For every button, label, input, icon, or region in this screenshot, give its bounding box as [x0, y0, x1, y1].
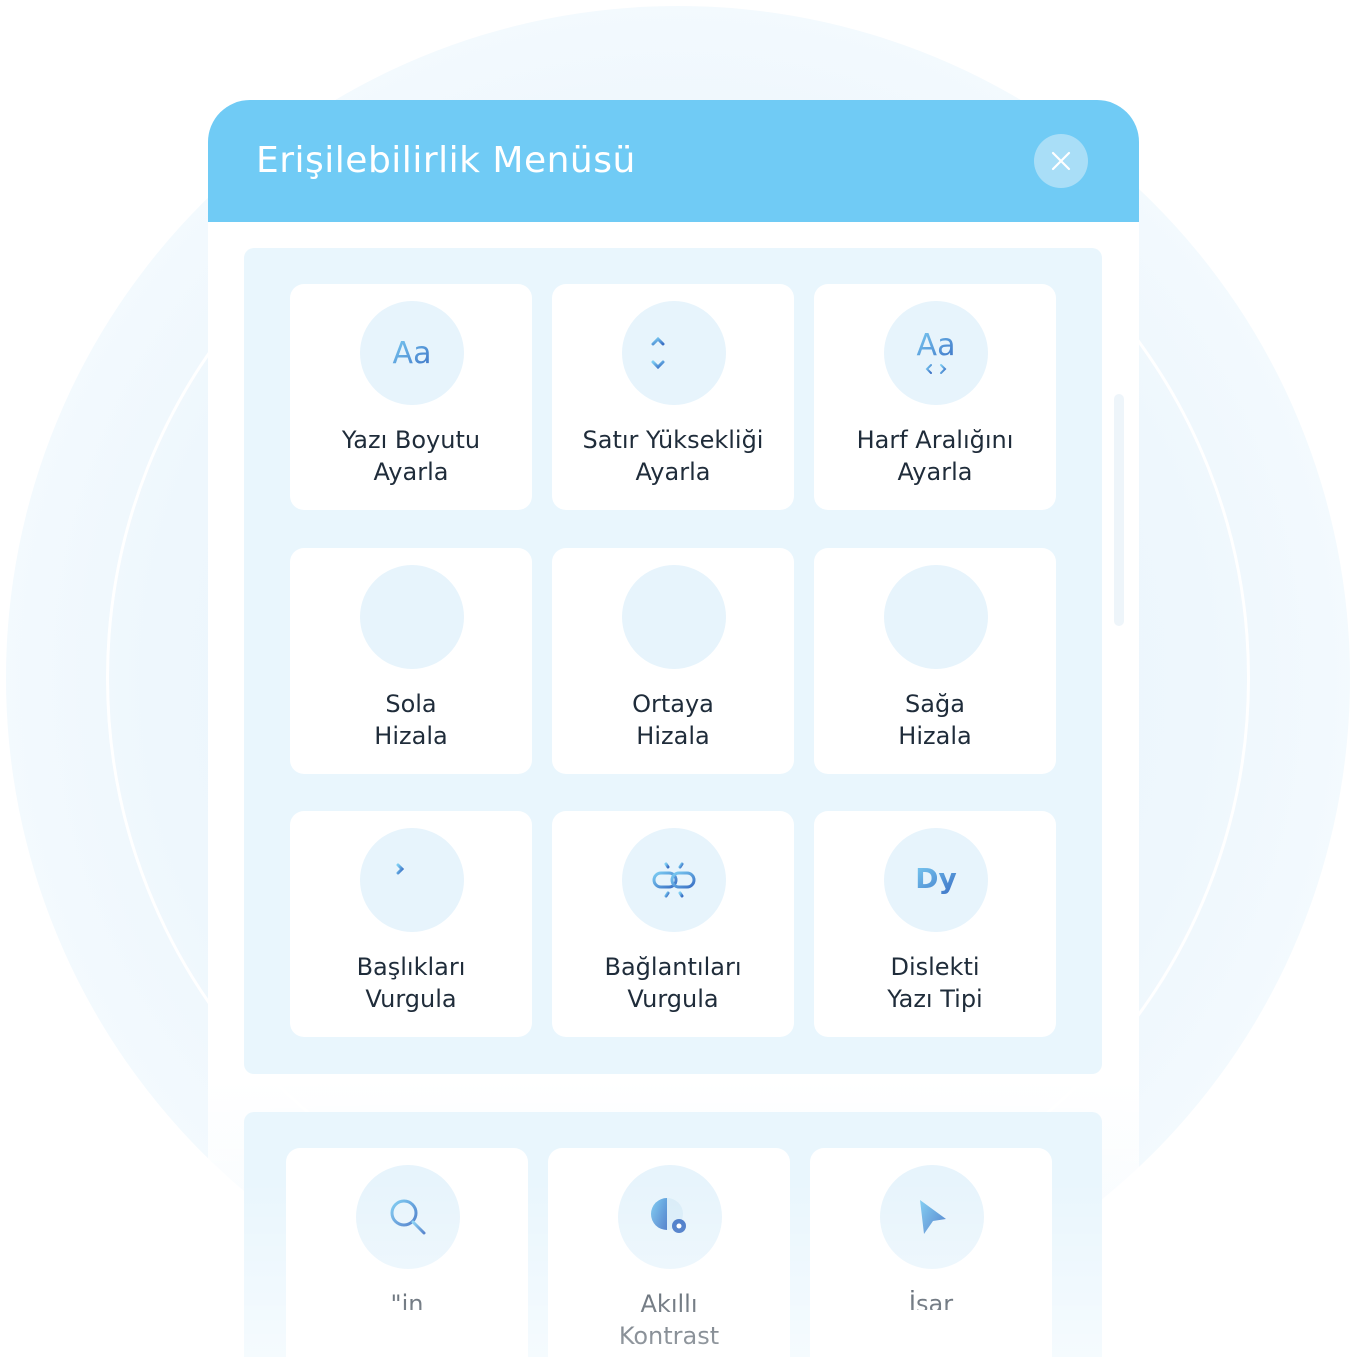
card-label-line2: Hizala [898, 722, 972, 750]
line-height-card[interactable]: Satır Yüksekliği Ayarla [552, 284, 794, 510]
align-center-icon [655, 602, 693, 633]
align-left-card[interactable]: Sola Hizala [290, 548, 532, 774]
card-label-line2: Ayarla [373, 458, 449, 486]
svg-text:Aa: Aa [393, 336, 432, 371]
card-label-line2: Hizala [636, 722, 710, 750]
letter-spacing-card[interactable]: Aa Harf Aralığını Ayarla [814, 284, 1056, 510]
font-size-card[interactable]: Aa Yazı Boyutu Ayarla [290, 284, 532, 510]
align-center-icon-circle [622, 565, 726, 669]
highlight-links-card[interactable]: Bağlantıları Vurgula [552, 811, 794, 1037]
smart-contrast-icon-circle [618, 1165, 722, 1269]
card-label-line2: Vurgula [365, 985, 457, 1013]
align-left-icon [393, 602, 431, 633]
line-height-icon [651, 336, 696, 370]
dyslexia-font-icon-circle: Dy [884, 828, 988, 932]
card-label-line1: Ortaya [632, 690, 714, 718]
dyslexia-font-card[interactable]: Dy Dislekti Yazı Tipi [814, 811, 1056, 1037]
card-label-line1: Dislekti [890, 953, 980, 981]
dyslexia-font-icon: Dy [915, 862, 957, 895]
highlight-links-icon [652, 860, 696, 900]
card-label-line2: Vurgula [627, 985, 719, 1013]
accessibility-menu-panel: Erişilebilirlik Menüsü Aa Yazı Boyutu Ay… [208, 100, 1139, 1357]
font-size-icon-circle: Aa [360, 301, 464, 405]
close-icon [1051, 151, 1071, 171]
cursor-icon [920, 1200, 946, 1234]
card-label-line2: Kontrast [618, 1322, 720, 1350]
letter-spacing-icon-circle: Aa [884, 301, 988, 405]
smart-contrast-card[interactable]: Akıllı Kontrast [548, 1148, 790, 1357]
align-right-card[interactable]: Sağa Hizala [814, 548, 1056, 774]
highlight-headings-icon [388, 863, 434, 893]
card-label-line1: Sağa [905, 690, 965, 718]
highlight-headings-card[interactable]: Başlıkları Vurgula [290, 811, 532, 1037]
smart-contrast-icon [651, 1198, 686, 1233]
highlight-headings-icon-circle [360, 828, 464, 932]
card-label-line1: Harf Aralığını [856, 426, 1014, 454]
menu-title: Erişilebilirlik Menüsü [256, 140, 636, 181]
zoom-icon-circle [356, 1165, 460, 1269]
align-left-icon-circle [360, 565, 464, 669]
visual-options-section: "in Akıllı Kontrast [244, 1112, 1102, 1357]
highlight-links-icon-circle [622, 828, 726, 932]
card-label-line1: Sola [385, 690, 437, 718]
align-right-icon-circle [884, 565, 988, 669]
card-label-line1: İsar [908, 1290, 954, 1310]
letter-spacing-icon: Aa [917, 328, 956, 374]
card-label-line1: Akıllı [640, 1290, 698, 1318]
card-label-line2: Yazı Tipi [887, 985, 983, 1013]
card-label-line1: "in [390, 1290, 424, 1310]
card-label-line1: Yazı Boyutu [341, 426, 481, 454]
font-size-icon: Aa [393, 336, 432, 371]
cursor-icon-circle [880, 1165, 984, 1269]
zoom-icon [390, 1199, 426, 1235]
card-label-line1: Başlıkları [356, 953, 466, 981]
line-height-icon-circle [622, 301, 726, 405]
card-label-line2: Ayarla [897, 458, 973, 486]
align-center-card[interactable]: Ortaya Hizala [552, 548, 794, 774]
close-button[interactable] [1034, 134, 1088, 188]
zoom-card[interactable]: "in [286, 1148, 528, 1357]
card-label-line2: Ayarla [635, 458, 711, 486]
card-label-line1: Bağlantıları [604, 953, 742, 981]
svg-text:Dy: Dy [915, 862, 957, 895]
svg-text:Aa: Aa [917, 328, 956, 363]
scrollbar[interactable] [1114, 394, 1124, 626]
card-label-line1: Satır Yüksekliği [582, 426, 764, 454]
align-right-icon [917, 602, 955, 633]
card-label-line2: Hizala [374, 722, 448, 750]
cursor-card[interactable]: İsar [810, 1148, 1052, 1357]
menu-header: Erişilebilirlik Menüsü [208, 100, 1139, 222]
text-options-section: Aa Yazı Boyutu Ayarla [244, 248, 1102, 1074]
